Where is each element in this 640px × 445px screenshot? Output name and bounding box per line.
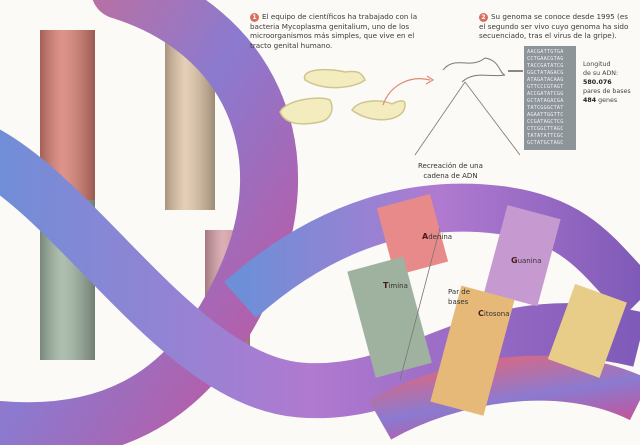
cytosine-label: Citosona <box>478 309 510 318</box>
sequence-line: ACCGATATCGG <box>527 91 564 97</box>
guanine-label: Guanina <box>511 256 542 265</box>
note-1-text: El equipo de científicos ha trabajado co… <box>250 12 418 50</box>
step-2-badge: 2 <box>479 12 488 22</box>
sequence-line: GGCTATAGACG <box>527 70 564 76</box>
sequence-line: ATAGATACAAG <box>527 77 564 83</box>
dna-length-title-2: de su ADN: <box>583 70 619 77</box>
bacterium-2 <box>279 97 333 125</box>
sequence-line: TACCGATATCG <box>527 63 564 69</box>
step-1-badge: 1 <box>250 12 259 22</box>
sequence-line: GCTATGCTAGC <box>527 140 564 146</box>
zoom-line-right <box>464 81 521 156</box>
chain-label-2: cadena de ADN <box>423 172 478 180</box>
genes-value: 484 <box>583 97 597 104</box>
genes-label: genes <box>598 97 618 104</box>
pair-label-2: bases <box>448 298 469 306</box>
pair-pointer-line <box>399 227 441 381</box>
sequence-line: AACGATTGTGA <box>527 49 564 55</box>
chain-label: Recreación de una cadena de ADN <box>418 161 483 181</box>
sequence-line: TATATATTCGC <box>527 133 564 139</box>
bacterium-1 <box>303 68 366 89</box>
zoom-line-left <box>414 81 466 156</box>
base-pair-label: Par de bases <box>448 287 470 307</box>
arrow-icon <box>382 78 431 106</box>
thymine-rung <box>347 256 432 378</box>
thymine-label: Timina <box>383 281 408 290</box>
sequence-line: AGAATTGGTTC <box>527 112 564 118</box>
sequence-line: GTTCCCGTAGT <box>527 84 564 90</box>
adenine-rung <box>376 193 449 276</box>
base-pairs-label: pares de bases <box>583 88 631 95</box>
note-2-text: Su genoma se conoce desde 1995 (es el se… <box>479 12 629 41</box>
base-pairs-value: 580.076 <box>583 79 612 86</box>
sequence-line: TATCGGGCTAT <box>527 105 564 111</box>
bacteria-illustration <box>279 68 406 125</box>
pair-label-1: Par de <box>448 288 471 296</box>
cytosine-rung <box>430 285 515 416</box>
sequence-line: CTCGGCTTAGC <box>527 126 564 132</box>
dna-length-title: Longitud <box>583 61 611 68</box>
sequence-line: GCTATAGACGA <box>527 98 564 104</box>
sequence-line: CCGATAGCTCG <box>527 119 564 125</box>
genome-strand <box>442 57 506 83</box>
guanine-rung <box>484 205 561 307</box>
adenine-label: Adenina <box>422 232 453 241</box>
chain-label-1: Recreación de una <box>418 162 483 170</box>
sequence-line: CCTGAACGTAG <box>527 56 564 62</box>
dna-info: Longitud de su ADN: 580.076 pares de bas… <box>583 60 631 105</box>
bacterium-3 <box>350 100 406 121</box>
